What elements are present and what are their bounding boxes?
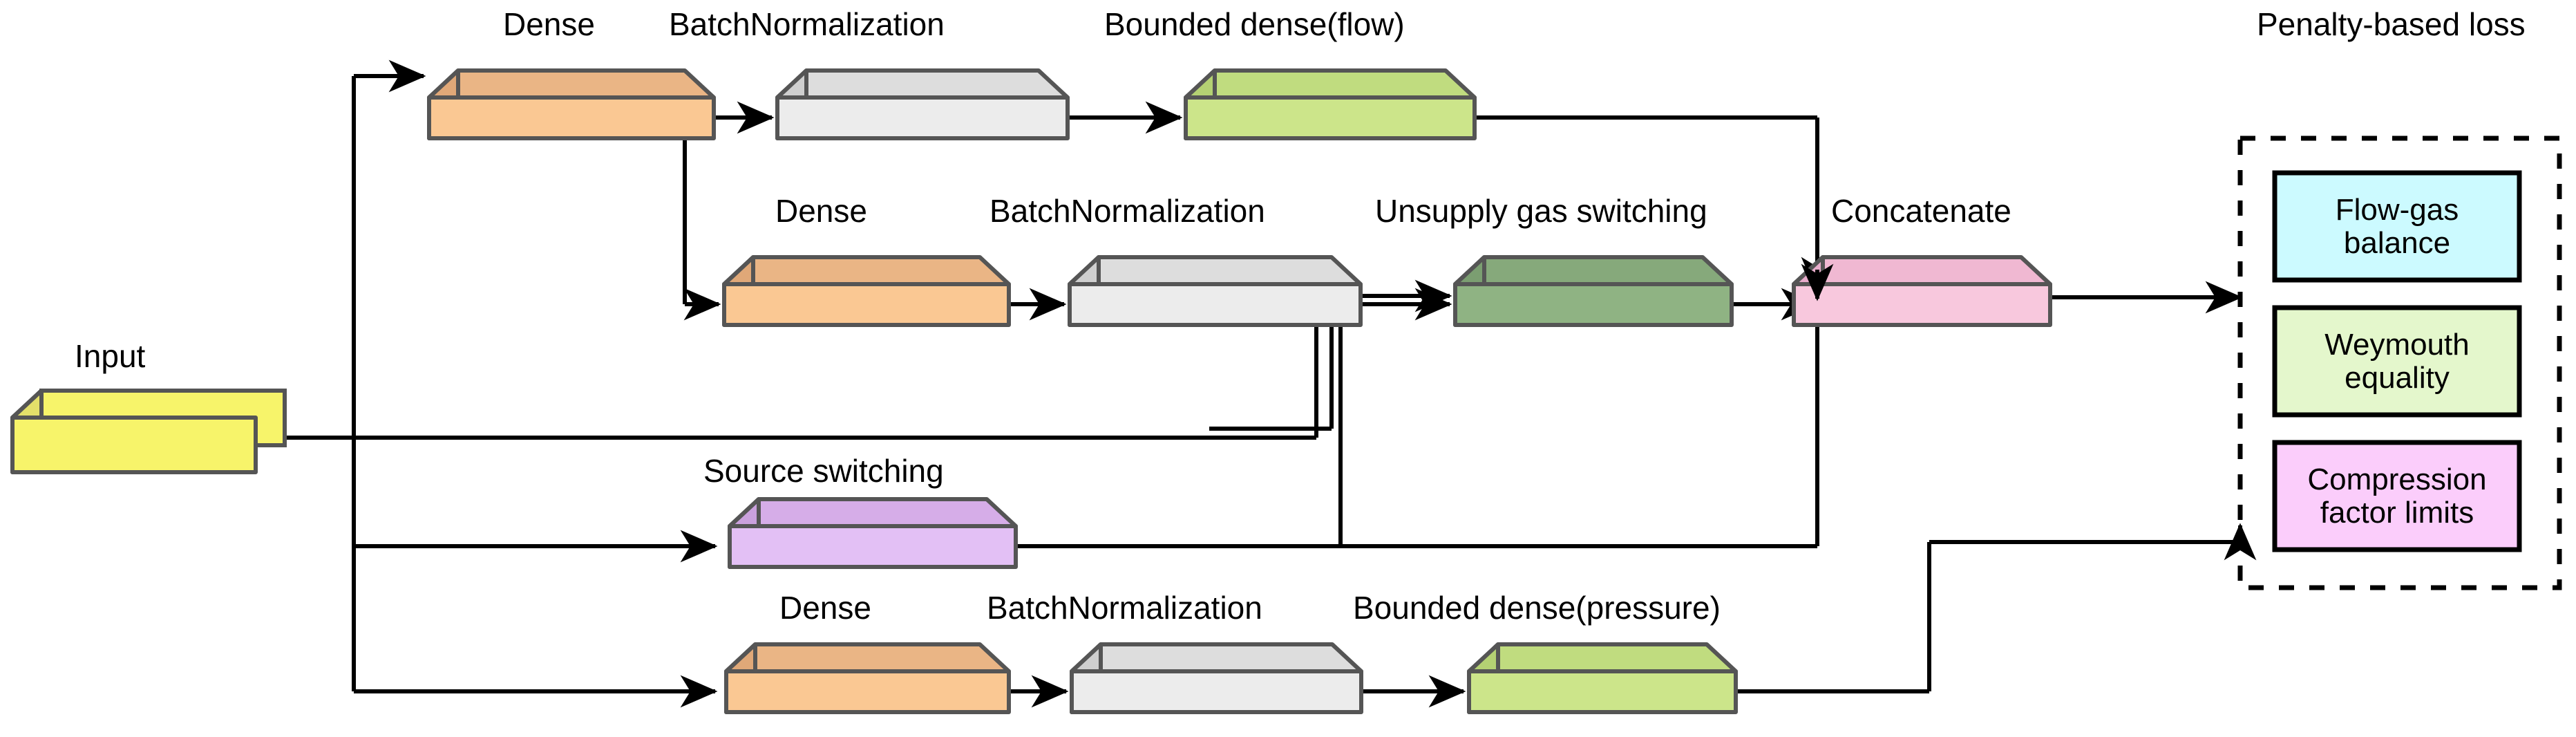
node-bounded-pressure[interactable] [1467, 642, 1738, 714]
node-bn-flow-top [775, 68, 1070, 100]
node-source-switching[interactable] [728, 497, 1018, 569]
node-dense-pressure[interactable] [724, 642, 1011, 714]
node-bn-flow-face [775, 95, 1070, 140]
penalty-item-flow-gas-balance-box[interactable] [2272, 170, 2522, 283]
label-bounded-pressure: Bounded dense(pressure) [1353, 590, 1721, 626]
node-concatenate[interactable] [1792, 255, 2052, 327]
label-bn-gas: BatchNormalization [989, 193, 1265, 229]
node-dense-flow-top [427, 68, 716, 100]
node-source-switching-face [728, 524, 1018, 569]
label-unsupply: Unsupply gas switching [1375, 193, 1707, 229]
label-bn-flow: BatchNormalization [669, 6, 945, 42]
penalty-item-weymouth-equality-label: Weymouth equality [2275, 308, 2519, 415]
node-bn-gas-face [1068, 282, 1363, 327]
node-concatenate-face [1792, 282, 2052, 327]
label-dense-pressure: Dense [779, 590, 871, 626]
node-input[interactable] [10, 389, 287, 474]
label-dense-flow: Dense [503, 6, 595, 42]
penalty-dashed-border [2237, 136, 2562, 590]
node-bn-pressure-top [1070, 642, 1363, 673]
node-bounded-pressure-top [1467, 642, 1738, 673]
penalty-title: Penalty-based loss [2257, 6, 2526, 42]
edge-layer [285, 59, 2257, 708]
node-dense-gas-face [722, 282, 1011, 327]
penalty-item-flow-gas-balance-label: Flow-gas balance [2275, 173, 2519, 280]
label-concatenate: Concatenate [1831, 193, 2011, 229]
node-bounded-flow[interactable] [1184, 68, 1477, 140]
penalty-line: Compression [2307, 462, 2487, 496]
node-dense-pressure-face [724, 669, 1011, 714]
node-source-switching-top [728, 497, 1018, 528]
node-dense-gas[interactable] [722, 255, 1011, 327]
node-bn-gas-top [1068, 255, 1363, 286]
penalty-item-compression-factor-label: Compression factor limits [2275, 442, 2519, 550]
node-input-face [10, 416, 258, 474]
node-bn-flow[interactable] [775, 68, 1070, 140]
node-unsupply-top [1453, 255, 1734, 286]
node-unsupply-face [1453, 282, 1734, 327]
penalty-line: Flow-gas [2335, 192, 2459, 227]
node-dense-flow[interactable] [427, 68, 716, 140]
node-dense-pressure-top [724, 642, 1011, 673]
penalty-line: factor limits [2320, 495, 2474, 530]
node-bounded-flow-face [1184, 95, 1477, 140]
penalty-line: equality [2345, 360, 2450, 395]
node-concatenate-top [1792, 255, 2052, 286]
penalty-line: balance [2343, 225, 2451, 260]
node-dense-flow-face [427, 95, 716, 140]
node-bn-gas[interactable] [1068, 255, 1363, 327]
label-dense-gas: Dense [775, 193, 867, 229]
penalty-group [2237, 136, 2562, 590]
label-bn-pressure: BatchNormalization [987, 590, 1262, 626]
node-bn-pressure[interactable] [1070, 642, 1363, 714]
label-bounded-flow: Bounded dense(flow) [1104, 6, 1405, 42]
label-input: Input [75, 338, 146, 374]
node-bounded-flow-top [1184, 68, 1477, 100]
node-unsupply[interactable] [1453, 255, 1734, 327]
label-source-switching: Source switching [703, 453, 944, 489]
node-bn-pressure-face [1070, 669, 1363, 714]
penalty-line: Weymouth [2324, 327, 2470, 362]
penalty-item-weymouth-equality-box[interactable] [2272, 305, 2522, 418]
node-bounded-pressure-face [1467, 669, 1738, 714]
node-dense-gas-top [722, 255, 1011, 286]
penalty-item-compression-factor-box[interactable] [2272, 440, 2522, 552]
